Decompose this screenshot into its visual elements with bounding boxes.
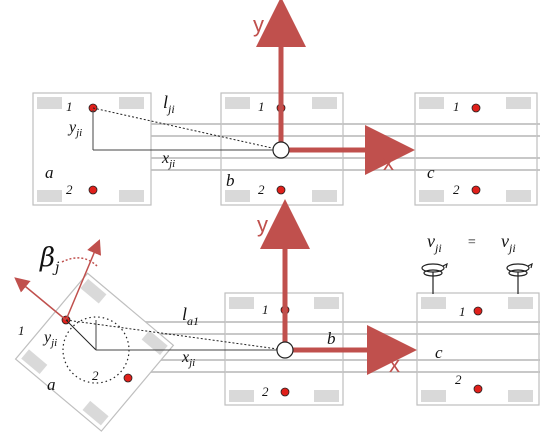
v-ji-left-label: vji bbox=[427, 231, 442, 255]
wheel-label-2: 2 bbox=[262, 384, 269, 399]
wheel-dot-1 bbox=[473, 306, 483, 316]
l-label: lji bbox=[163, 92, 175, 116]
wheel-label-1: 1 bbox=[459, 304, 466, 319]
origin-circle bbox=[276, 341, 294, 359]
wheel-label-2: 2 bbox=[92, 368, 99, 383]
wheel-label-1: 1 bbox=[453, 99, 460, 114]
module-label-a: a bbox=[47, 375, 56, 394]
top-module-c: 1 2 c bbox=[414, 92, 538, 206]
wheel-dot-2 bbox=[88, 185, 98, 195]
l-ji-dashed-line bbox=[92, 107, 282, 151]
wheel-label-1: 1 bbox=[18, 323, 25, 338]
top-module-a: 1 2 a bbox=[32, 92, 152, 206]
x-ji-label: xji bbox=[161, 150, 175, 170]
spin-left-icon bbox=[421, 262, 448, 294]
wheel-dot-2 bbox=[471, 185, 481, 195]
original-heading-arrow bbox=[65, 239, 102, 321]
wheel-dot-2 bbox=[123, 373, 133, 383]
wheel-dot-2 bbox=[276, 185, 286, 195]
top-axes: y x bbox=[253, 0, 415, 175]
wheel-dot-2 bbox=[473, 384, 483, 394]
wheel-label-1: 1 bbox=[66, 99, 73, 114]
wheel-dot-1 bbox=[471, 103, 481, 113]
y-axis-label: y bbox=[253, 12, 264, 37]
velocity-annotations: vji = vji bbox=[421, 231, 533, 294]
wheel-label-1: 1 bbox=[258, 99, 265, 114]
wheel-label-2: 2 bbox=[66, 182, 73, 197]
top-labels: lji yji xji bbox=[67, 92, 175, 170]
wheel-label-2: 2 bbox=[455, 372, 462, 387]
y-ji-label: yji bbox=[67, 119, 82, 139]
module-label-b: b bbox=[226, 171, 235, 190]
x-axis-label: x bbox=[389, 352, 400, 377]
wheel-label-2: 2 bbox=[453, 182, 460, 197]
bottom-module-a bbox=[14, 272, 175, 432]
y-axis-label: y bbox=[257, 212, 268, 237]
bottom-axes: y x bbox=[257, 199, 417, 377]
beta-label: βj bbox=[39, 243, 60, 276]
y-ji-label: yji bbox=[42, 329, 57, 349]
l-a1-label: la1 bbox=[182, 304, 199, 328]
bottom-labels: la1 xji bbox=[181, 304, 199, 369]
origin-circle bbox=[272, 141, 290, 159]
radius-line bbox=[65, 319, 97, 351]
wheel-dot-2 bbox=[280, 387, 290, 397]
wheel-label-2: 2 bbox=[258, 182, 265, 197]
v-ji-right-label: vji bbox=[501, 231, 516, 255]
spin-right-icon bbox=[506, 262, 533, 294]
bottom-geometry bbox=[65, 319, 286, 351]
module-label-c: c bbox=[427, 163, 435, 182]
top-geometry bbox=[92, 107, 282, 151]
rotated-heading-arrow bbox=[14, 277, 67, 321]
wheel-label-1: 1 bbox=[262, 302, 269, 317]
equals-sign: = bbox=[467, 235, 476, 250]
module-label-c: c bbox=[435, 343, 443, 362]
x-axis-label: x bbox=[383, 150, 394, 175]
l-a1-dashed-line bbox=[65, 319, 286, 351]
module-label-a: a bbox=[45, 163, 54, 182]
bottom-module-c: 1 2 c bbox=[416, 292, 540, 406]
module-label-b: b bbox=[327, 329, 336, 348]
x-ji-label: xji bbox=[181, 349, 195, 369]
